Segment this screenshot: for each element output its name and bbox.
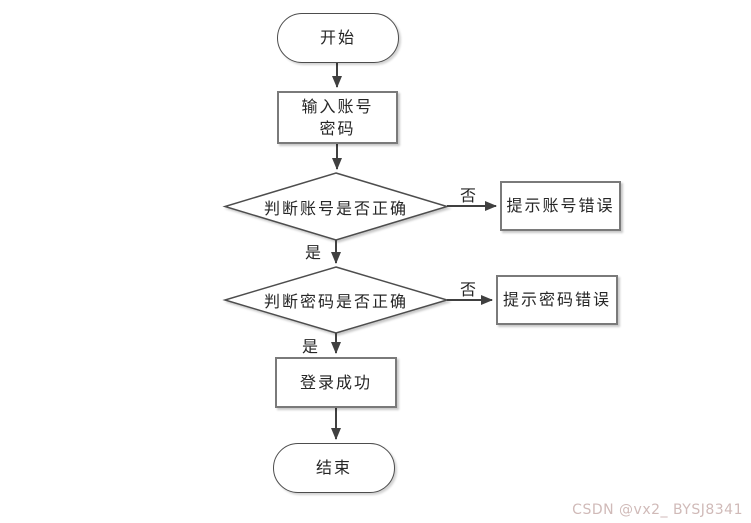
edge-label-check-account-no: 否 (459, 186, 478, 205)
node-end: 结束 (273, 443, 395, 493)
edge-label-check-password-no: 否 (459, 280, 478, 299)
node-login-success: 登录成功 (275, 357, 397, 408)
node-start: 开始 (277, 13, 399, 63)
node-start-label: 开始 (319, 28, 356, 47)
node-account-error-label: 提示账号错误 (506, 196, 615, 215)
node-end-label: 结束 (315, 458, 352, 477)
node-check-account-label: 判断账号是否正确 (263, 198, 408, 218)
watermark: CSDN @vx2_ BYSJ8341 (572, 502, 743, 518)
node-input-label-line1: 输入账号 (301, 96, 374, 116)
edge-label-check-password-yes: 是 (301, 337, 320, 356)
node-check-password: 判断密码是否正确 (225, 267, 447, 333)
node-login-success-label: 登录成功 (299, 372, 372, 392)
node-check-password-label: 判断密码是否正确 (263, 292, 408, 311)
edge-label-check-account-yes: 是 (304, 243, 323, 262)
node-account-error: 提示账号错误 (500, 181, 621, 231)
node-password-error-label: 提示密码错误 (502, 290, 611, 309)
node-input-label-line2: 密码 (319, 118, 356, 138)
node-check-account: 判断账号是否正确 (225, 173, 447, 240)
node-input-credentials: 输入账号 密码 (277, 91, 398, 144)
node-password-error: 提示密码错误 (496, 275, 618, 325)
